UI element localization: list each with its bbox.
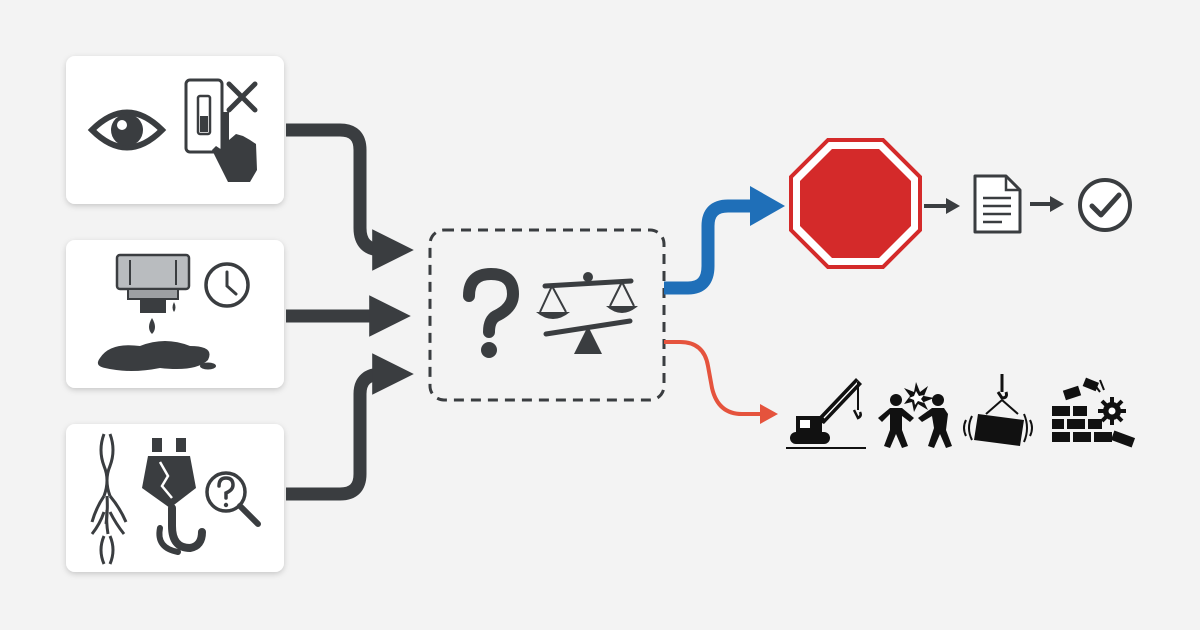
eye-icon — [87, 109, 167, 151]
swinging-load-icon — [963, 374, 1033, 446]
balance-scale-icon — [536, 272, 638, 354]
crane-icon — [786, 378, 866, 449]
arrow-from-input-3 — [286, 353, 414, 501]
converging-arrows — [286, 123, 414, 501]
hydraulic-leak-input — [66, 240, 284, 388]
safe-path-arrow — [664, 186, 785, 295]
checkmark-circle-icon — [1078, 178, 1132, 232]
damaged-rigging-input — [66, 424, 284, 572]
arrow-from-input-1 — [286, 123, 414, 271]
switch-off-hand-icon — [184, 78, 258, 182]
clock-icon — [204, 262, 250, 308]
dripping-cylinder-icon — [115, 253, 191, 334]
visual-inspection-input — [66, 56, 284, 204]
risk-path-arrow — [664, 340, 778, 424]
uncertain-judgement-box — [428, 228, 666, 402]
stop-sign-icon — [789, 138, 922, 269]
question-mark-icon — [463, 267, 520, 358]
document-icon — [973, 174, 1022, 234]
small-arrow-1 — [924, 198, 960, 214]
oil-puddle-icon — [97, 341, 216, 371]
frayed-rope-icon — [90, 433, 128, 565]
collapsing-wall-icon — [1052, 377, 1136, 448]
small-arrow-2 — [1030, 196, 1064, 212]
magnifier-question-icon — [205, 471, 261, 527]
people-collision-icon — [878, 382, 952, 448]
cracked-hook-icon — [142, 438, 206, 555]
